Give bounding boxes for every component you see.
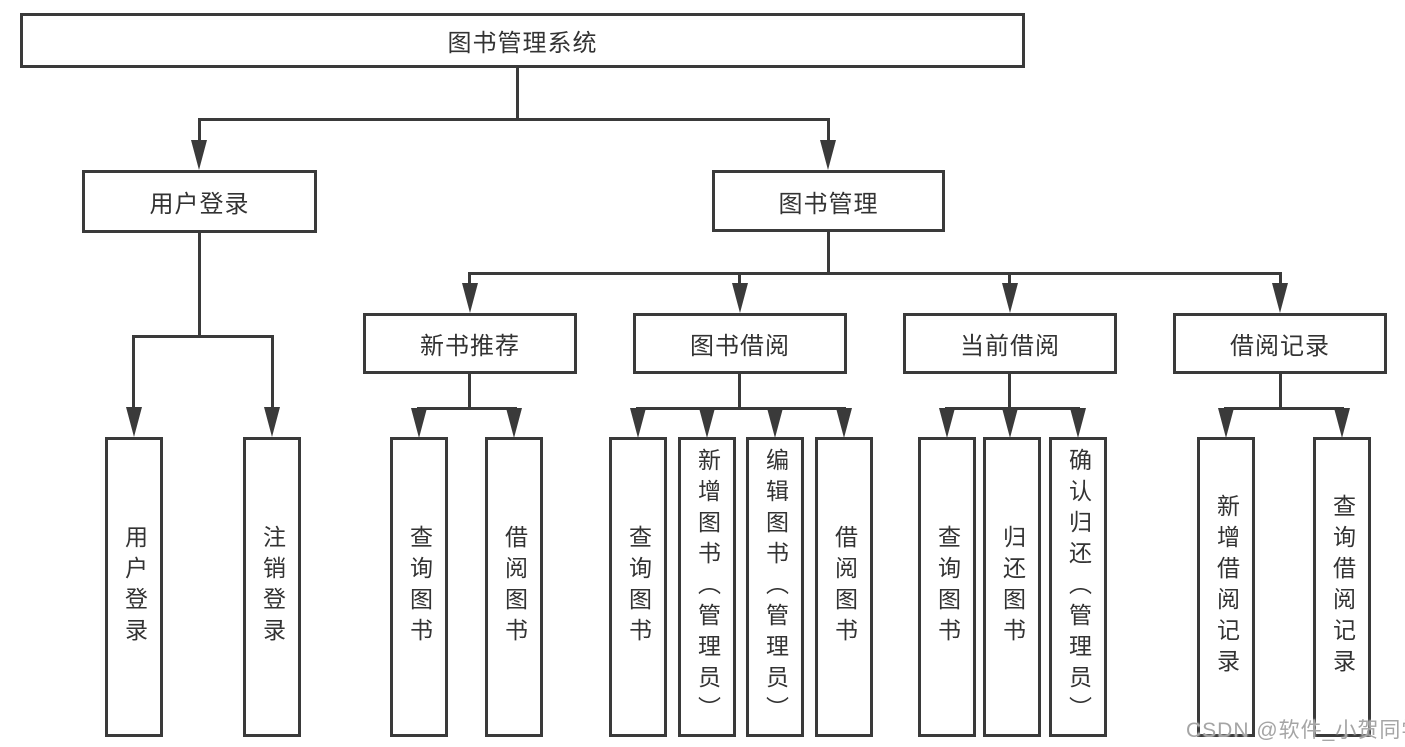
connector-line — [1224, 407, 1344, 410]
arrowhead-icon — [767, 408, 783, 438]
leaf-query-book-borrow: 查询图书 — [609, 437, 667, 737]
connector-line — [516, 68, 519, 120]
section-borrow-records: 借阅记录 — [1173, 313, 1387, 374]
arrowhead-icon — [126, 407, 142, 437]
arrowhead-icon — [1272, 283, 1288, 313]
connector-line — [738, 272, 741, 287]
arrowhead-icon — [1002, 408, 1018, 438]
branch-user-login: 用户登录 — [82, 170, 317, 233]
leaf-return-book: 归还图书 — [983, 437, 1041, 737]
connector-line — [1279, 374, 1282, 410]
connector-line — [1008, 272, 1011, 287]
connector-line — [468, 272, 1282, 275]
connector-line — [132, 335, 135, 410]
arrowhead-icon — [1334, 408, 1350, 438]
leaf-borrow-book-new: 借阅图书 — [485, 437, 543, 737]
arrowhead-icon — [411, 408, 427, 438]
section-book-borrow: 图书借阅 — [633, 313, 847, 374]
connector-line — [468, 374, 471, 410]
csdn-watermark: CSDN @软件_小贺同学 — [1186, 719, 1405, 742]
leaf-label: 编辑图书（管理员） — [762, 447, 789, 727]
leaf-query-book-new: 查询图书 — [390, 437, 448, 737]
leaf-confirm-return-admin: 确认归还（管理员） — [1049, 437, 1107, 737]
connector-line — [198, 233, 201, 338]
leaf-user-login: 用户登录 — [105, 437, 163, 737]
leaf-label: 查询图书 — [934, 525, 961, 649]
section-current-borrow: 当前借阅 — [903, 313, 1117, 374]
leaf-edit-book-admin: 编辑图书（管理员） — [746, 437, 804, 737]
connector-line — [1279, 272, 1282, 287]
leaf-add-book-admin: 新增图书（管理员） — [678, 437, 736, 737]
connector-line — [827, 232, 830, 275]
arrowhead-icon — [506, 408, 522, 438]
leaf-label: 借阅图书 — [501, 525, 528, 649]
connector-line — [636, 407, 846, 410]
arrowhead-icon — [191, 140, 207, 170]
connector-line — [738, 374, 741, 410]
leaf-label: 新增图书（管理员） — [694, 447, 721, 727]
root-node: 图书管理系统 — [20, 13, 1025, 68]
leaf-borrow-book: 借阅图书 — [815, 437, 873, 737]
arrowhead-icon — [1070, 408, 1086, 438]
leaf-label: 借阅图书 — [831, 525, 858, 649]
leaf-logout: 注销登录 — [243, 437, 301, 737]
leaf-label: 查询图书 — [406, 525, 433, 649]
arrowhead-icon — [1002, 283, 1018, 313]
leaf-query-borrow-record: 查询借阅记录 — [1313, 437, 1371, 737]
arrowhead-icon — [1218, 408, 1234, 438]
arrowhead-icon — [820, 140, 836, 170]
leaf-label: 注销登录 — [259, 525, 286, 649]
arrowhead-icon — [939, 408, 955, 438]
leaf-label: 用户登录 — [121, 525, 148, 649]
leaf-label: 新增借阅记录 — [1213, 494, 1240, 680]
arrowhead-icon — [732, 283, 748, 313]
leaf-label: 确认归还（管理员） — [1065, 447, 1092, 727]
connector-line — [271, 335, 274, 410]
connector-line — [198, 118, 201, 146]
connector-line — [198, 118, 830, 121]
connector-line — [417, 407, 517, 410]
arrowhead-icon — [630, 408, 646, 438]
arrowhead-icon — [462, 283, 478, 313]
connector-line — [827, 118, 830, 146]
leaf-query-book-current: 查询图书 — [918, 437, 976, 737]
leaf-add-borrow-record: 新增借阅记录 — [1197, 437, 1255, 737]
leaf-label: 查询借阅记录 — [1329, 494, 1356, 680]
connector-line — [1008, 374, 1011, 410]
section-new-book: 新书推荐 — [363, 313, 577, 374]
arrowhead-icon — [836, 408, 852, 438]
leaf-label: 归还图书 — [999, 525, 1026, 649]
leaf-label: 查询图书 — [625, 525, 652, 649]
arrowhead-icon — [264, 407, 280, 437]
arrowhead-icon — [699, 408, 715, 438]
connector-line — [468, 272, 471, 287]
branch-book-management: 图书管理 — [712, 170, 945, 232]
connector-line — [132, 335, 274, 338]
